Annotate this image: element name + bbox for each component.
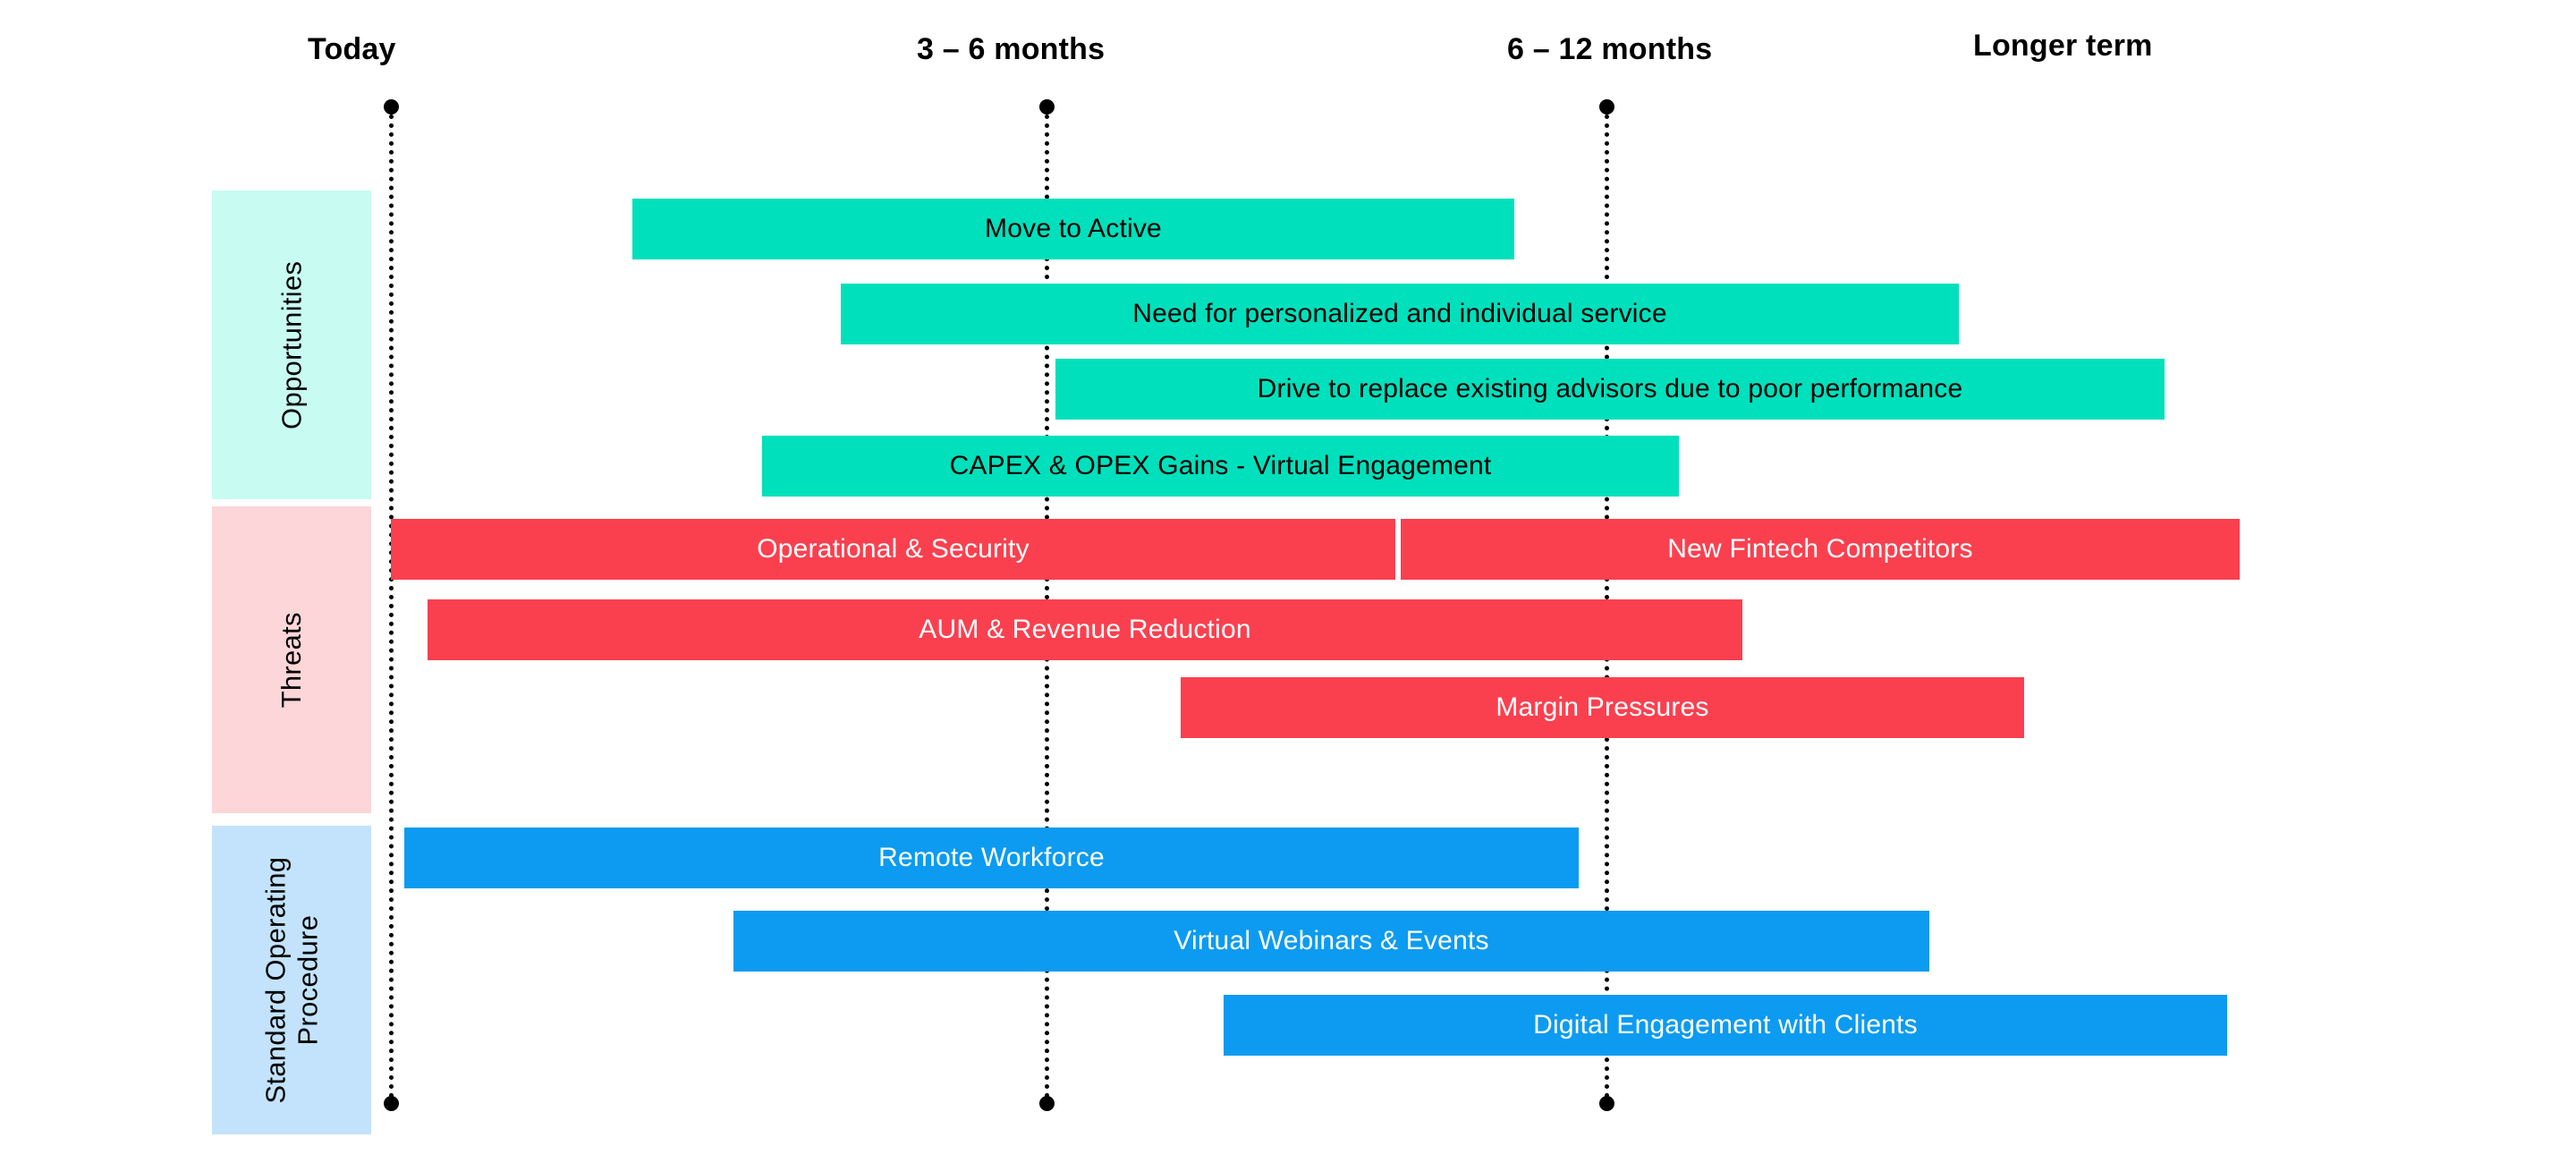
timeline-bar[interactable]: Drive to replace existing advisors due t…	[1055, 359, 2165, 420]
timeline-marker-dot-top-2	[1599, 99, 1614, 115]
timeline-marker-dot-bottom-1	[1039, 1096, 1055, 1111]
timeline-bar-label: Virtual Webinars & Events	[1174, 926, 1489, 955]
timeline-bar[interactable]: AUM & Revenue Reduction	[428, 599, 1742, 660]
timeline-bar[interactable]: Remote Workforce	[404, 828, 1579, 888]
timeline-marker-dot-top-1	[1039, 99, 1055, 115]
timeline-guide-line-0	[389, 115, 394, 1099]
timeline-marker-dot-bottom-0	[384, 1096, 399, 1111]
category-panel-threats: Threats	[212, 506, 371, 813]
timeline-bar[interactable]: Operational & Security	[391, 519, 1395, 580]
timeline-bar[interactable]: Margin Pressures	[1181, 677, 2024, 738]
timeline-bar-label: AUM & Revenue Reduction	[919, 615, 1251, 644]
timeline-bar[interactable]: Move to Active	[632, 199, 1514, 259]
timeline-bar-label: Remote Workforce	[878, 843, 1105, 872]
timeline-label-2: 6 – 12 months	[1507, 32, 1713, 66]
timeline-bar-label: Need for personalized and individual ser…	[1132, 299, 1667, 328]
category-label-0: Opportunities	[275, 260, 308, 429]
category-panel-standard-operating-procedure: Standard Operating Procedure	[212, 826, 371, 1134]
timeline-bar[interactable]: CAPEX & OPEX Gains - Virtual Engagement	[762, 436, 1679, 497]
timeline-label-3: Longer term	[1973, 29, 2153, 63]
category-panel-opportunities: Opportunities	[212, 191, 371, 499]
category-label-2: Standard Operating Procedure	[259, 856, 323, 1104]
timeline-bar[interactable]: Digital Engagement with Clients	[1224, 995, 2227, 1056]
timeline-bar-label: Digital Engagement with Clients	[1533, 1010, 1918, 1040]
timeline-label-1: 3 – 6 months	[917, 32, 1106, 66]
timeline-bar-label: New Fintech Competitors	[1667, 534, 1973, 564]
timeline-marker-dot-top-0	[384, 99, 399, 115]
timeline-bar[interactable]: Need for personalized and individual ser…	[841, 284, 1959, 344]
timeline-bar[interactable]: New Fintech Competitors	[1401, 519, 2240, 580]
timeline-bar-label: Drive to replace existing advisors due t…	[1257, 374, 1963, 403]
timeline-bar-label: Margin Pressures	[1496, 692, 1709, 722]
timeline-label-0: Today	[308, 32, 396, 66]
timeline-bar-label: CAPEX & OPEX Gains - Virtual Engagement	[949, 451, 1492, 480]
category-label-1: Threats	[275, 611, 308, 709]
timeline-bar-label: Operational & Security	[757, 534, 1030, 564]
timeline-marker-dot-bottom-2	[1599, 1096, 1614, 1111]
timeline-bar[interactable]: Virtual Webinars & Events	[733, 911, 1929, 972]
timeline-bar-label: Move to Active	[985, 214, 1162, 243]
